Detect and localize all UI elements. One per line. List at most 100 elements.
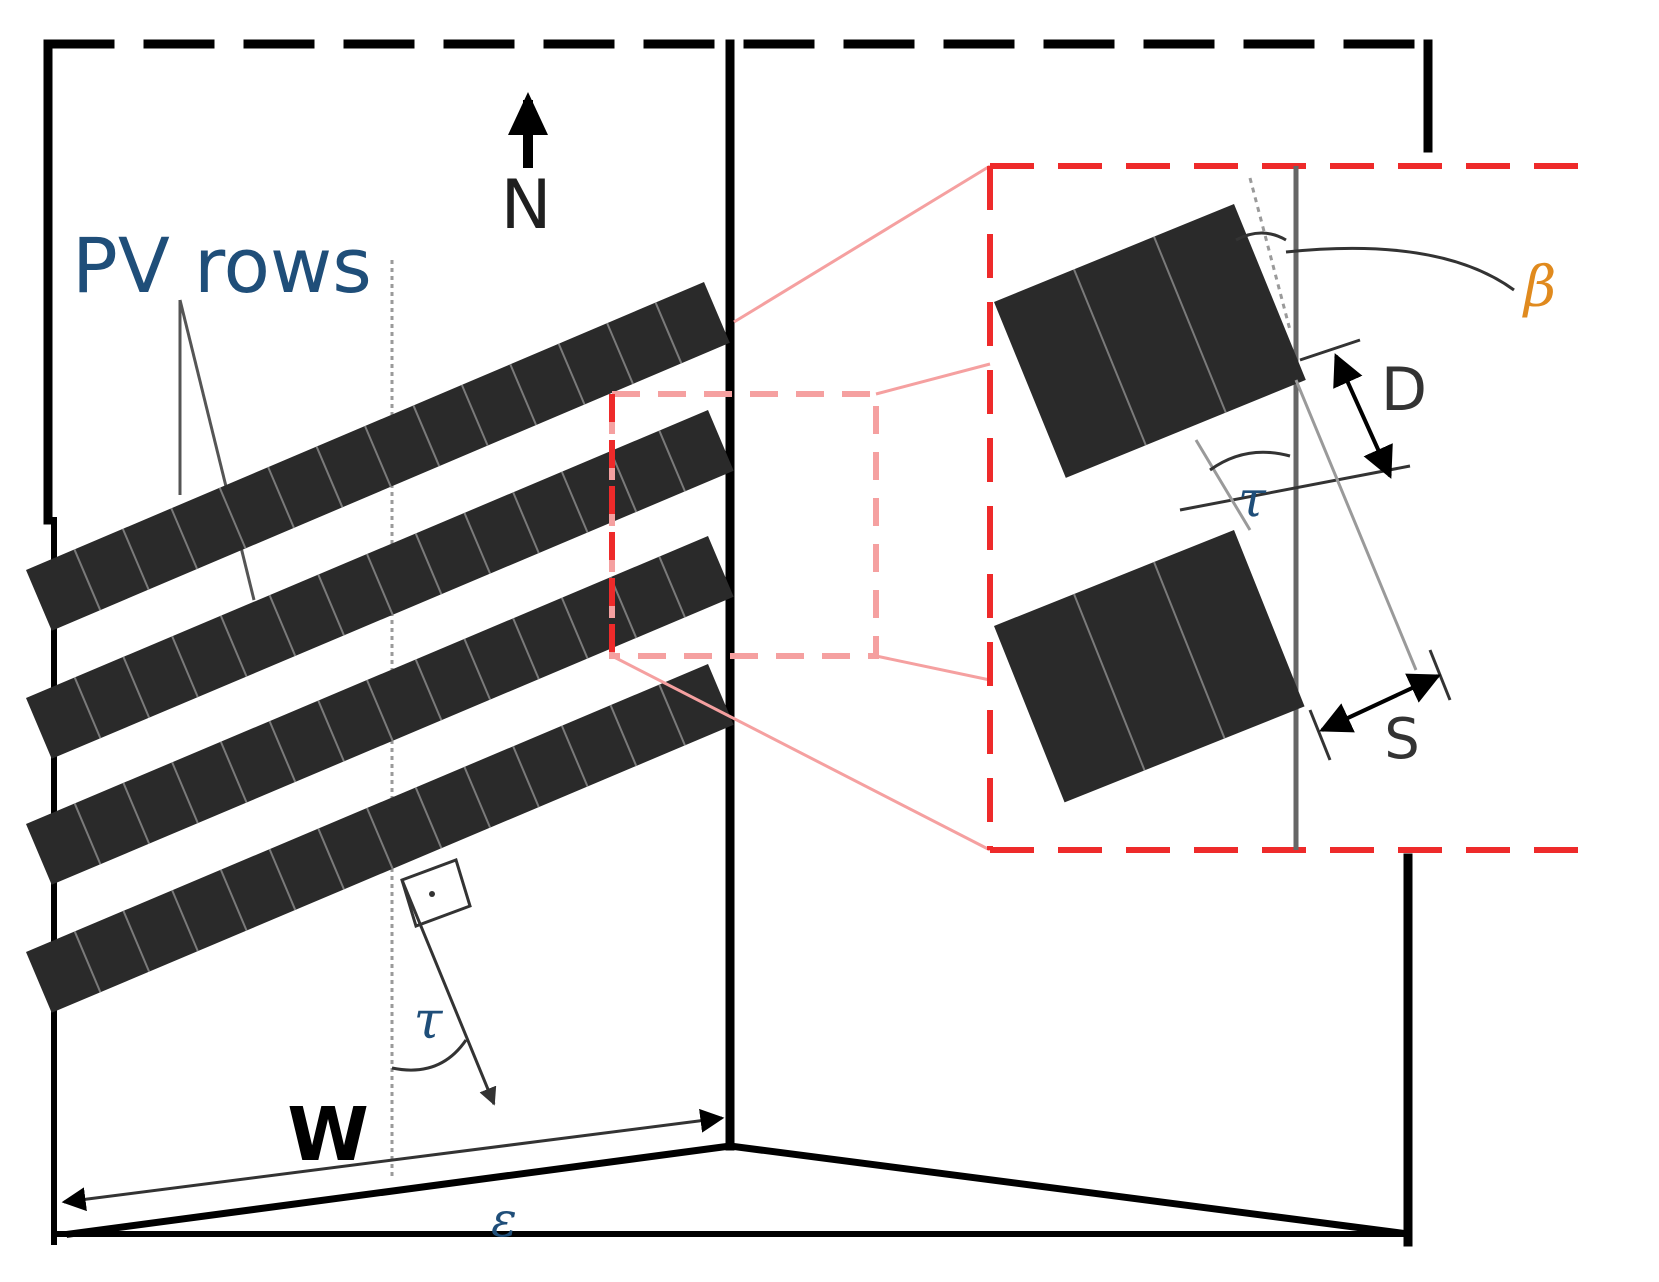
panel-cell-divider bbox=[73, 677, 102, 739]
azimuth-annotation-bottom: τ bbox=[391, 858, 497, 1106]
right-angle-marker bbox=[400, 858, 472, 928]
panel-cell-divider bbox=[460, 384, 489, 446]
tau-arc-zoom bbox=[1209, 450, 1291, 472]
panel-cell-divider bbox=[557, 343, 586, 405]
panel-cell-divider bbox=[414, 787, 443, 849]
highlight-box-small bbox=[609, 391, 879, 659]
epsilon-label: ε bbox=[491, 1192, 517, 1248]
spacing-ext-right bbox=[1428, 649, 1452, 701]
width-dimension: W bbox=[61, 1092, 725, 1212]
beta-arc bbox=[1235, 231, 1287, 242]
north-arrow-head bbox=[508, 92, 548, 135]
zoom-panel-lower bbox=[994, 530, 1305, 803]
distance-dimension: D bbox=[1179, 338, 1427, 512]
north-indicator: N bbox=[501, 92, 552, 245]
distance-ext-top bbox=[1299, 338, 1361, 362]
panel-cell-divider bbox=[412, 405, 441, 467]
panel-cell-divider bbox=[73, 803, 102, 865]
tau-zoom-ref bbox=[1194, 439, 1252, 531]
panel-cell-divider bbox=[366, 679, 394, 742]
panel-cell-divider bbox=[609, 704, 638, 767]
zoom-panel-upper bbox=[994, 204, 1306, 478]
panel-cell-divider bbox=[463, 638, 492, 701]
panel-cell-divider bbox=[268, 848, 297, 911]
panel-cell-divider bbox=[219, 741, 248, 803]
spacing-guide bbox=[1294, 379, 1418, 671]
panel-cell-divider bbox=[366, 553, 394, 616]
zoom-line-4 bbox=[611, 654, 991, 852]
panel-cell-divider bbox=[122, 910, 151, 973]
panel-cell-divider bbox=[171, 889, 199, 952]
beta-leader bbox=[1285, 246, 1515, 292]
panel-cell-divider bbox=[414, 659, 443, 721]
panel-cell-divider bbox=[73, 549, 102, 611]
width-dimension-line bbox=[61, 1108, 725, 1212]
zoom-line-2 bbox=[875, 362, 991, 396]
panel-cell-divider bbox=[364, 425, 392, 488]
panel-cell-divider bbox=[171, 761, 199, 824]
panel-cell-divider bbox=[463, 512, 492, 575]
tau-label-zoom: τ bbox=[1238, 470, 1267, 528]
panel-cell-divider bbox=[1073, 593, 1146, 771]
zoom-line-3 bbox=[875, 654, 991, 682]
panel-cell-divider bbox=[171, 635, 199, 698]
panel-cell-divider bbox=[218, 487, 247, 549]
panel-cell-divider bbox=[560, 471, 589, 533]
panel-cell-divider bbox=[268, 720, 297, 783]
zoom-connectors bbox=[611, 164, 991, 852]
zoomed-panels-group bbox=[994, 204, 1306, 803]
panel-cell-divider bbox=[73, 931, 102, 993]
north-label: N bbox=[501, 166, 552, 245]
spacing-ext-left bbox=[1308, 709, 1332, 761]
spacing-dimension: S bbox=[1294, 379, 1452, 772]
panel-cell-divider bbox=[219, 869, 248, 931]
beta-guide-dotted bbox=[1248, 177, 1292, 331]
pv-rows-label: PV rows bbox=[72, 221, 372, 310]
panel-cell-divider bbox=[463, 766, 492, 829]
spacing-dimension-line bbox=[1319, 673, 1441, 733]
width-label: W bbox=[287, 1092, 369, 1178]
panel-cell-divider bbox=[1073, 268, 1147, 446]
tau-arc-bottom bbox=[391, 1039, 468, 1072]
panel-cell-divider bbox=[122, 782, 151, 845]
panel-cell-divider bbox=[219, 615, 248, 677]
panel-cell-divider bbox=[414, 533, 443, 595]
panel-cell-divider bbox=[512, 491, 540, 554]
panel-cell-divider bbox=[658, 430, 686, 492]
panel-cell-divider bbox=[317, 828, 345, 890]
panel-cell-divider bbox=[658, 556, 686, 618]
panel-cell-divider bbox=[317, 574, 345, 636]
panel-cell-divider bbox=[1153, 561, 1226, 739]
tau-label-bottom: τ bbox=[414, 991, 444, 1051]
panel-cell-divider bbox=[267, 466, 295, 529]
panel-cell-divider bbox=[654, 302, 683, 364]
azimuth-annotation-zoom: τ bbox=[1194, 439, 1291, 531]
bottom-slant-right bbox=[726, 1142, 1412, 1238]
distance-label: D bbox=[1381, 355, 1427, 425]
spacing-label: S bbox=[1384, 707, 1420, 772]
panel-cell-divider bbox=[122, 656, 151, 719]
panel-cell-divider bbox=[121, 528, 150, 590]
normal-arrow bbox=[400, 879, 497, 1106]
panel-cell-divider bbox=[315, 446, 344, 508]
panel-cell-divider bbox=[512, 617, 540, 680]
beta-annotation: β bbox=[1235, 177, 1556, 331]
panel-cell-divider bbox=[366, 807, 394, 870]
panel-cell-divider bbox=[512, 745, 540, 808]
panel-cell-divider bbox=[170, 507, 199, 570]
panel-cell-divider bbox=[509, 363, 538, 426]
panel-cell-divider bbox=[560, 597, 589, 659]
distance-dimension-line bbox=[1333, 353, 1393, 479]
panel-cell-divider bbox=[606, 322, 634, 385]
right-angle-dot bbox=[429, 891, 435, 897]
panel-cell-divider bbox=[1153, 236, 1227, 413]
panel-cell-divider bbox=[560, 725, 589, 787]
pv-rows-group bbox=[26, 282, 734, 1013]
panel-cell-divider bbox=[268, 594, 297, 657]
pv-rows-annotation: PV rows bbox=[72, 221, 372, 601]
beta-label: β bbox=[1522, 255, 1556, 320]
zoom-line-1 bbox=[733, 164, 991, 324]
panel-cell-divider bbox=[317, 700, 345, 762]
panel-cell-divider bbox=[658, 684, 686, 746]
